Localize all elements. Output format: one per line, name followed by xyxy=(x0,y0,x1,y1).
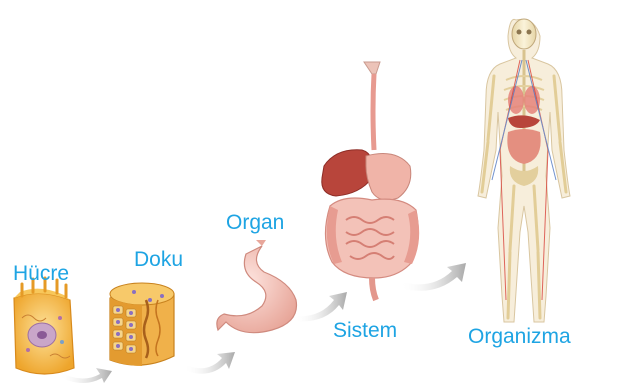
label-system: Sistem xyxy=(333,320,397,341)
cell-illustration xyxy=(14,278,74,374)
stomach-illustration xyxy=(217,240,297,333)
arrow-tissue-to-organ xyxy=(184,352,235,374)
tissue-illustration xyxy=(110,283,174,366)
digestive-system-illustration xyxy=(322,62,419,300)
label-cell: Hücre xyxy=(13,263,69,284)
label-organism: Organizma xyxy=(468,326,571,347)
arrow-system-to-organism xyxy=(400,263,466,291)
label-organ: Organ xyxy=(226,212,284,233)
arrow-organ-to-system xyxy=(294,292,347,321)
human-body-illustration xyxy=(478,19,570,322)
label-tissue: Doku xyxy=(134,249,183,270)
